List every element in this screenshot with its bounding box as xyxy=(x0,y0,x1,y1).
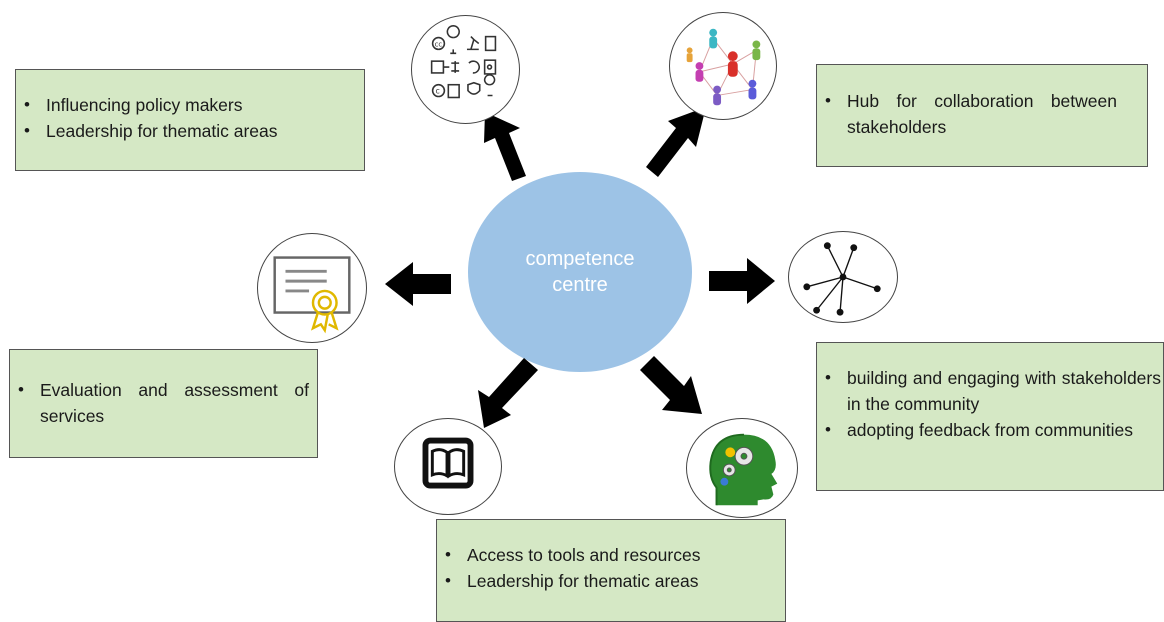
community-item-1: building and engaging with stakeholders … xyxy=(817,365,1161,417)
certificate-icon xyxy=(257,233,367,343)
hub-network-icon xyxy=(788,231,898,323)
arrow-to-hub xyxy=(646,107,708,179)
access-item-1: Access to tools and resources xyxy=(437,542,775,568)
centre-label-line2: centre xyxy=(552,274,608,296)
policy-item-2: Leadership for thematic areas xyxy=(16,118,352,144)
arrow-to-policy xyxy=(474,112,530,182)
book-icon xyxy=(394,418,502,515)
arrow-to-network xyxy=(709,258,775,304)
arrow-to-community xyxy=(640,356,702,414)
policy-item-1: Influencing policy makers xyxy=(16,92,352,118)
competence-centre-node: competence centre xyxy=(468,172,692,372)
centre-label-line1: competence xyxy=(525,248,635,270)
community-item-2: adopting feedback from communities xyxy=(817,417,1161,443)
arrow-to-evaluation xyxy=(385,262,451,306)
hub-item-1: Hub for collaboration between stakeholde… xyxy=(817,88,1117,140)
legal-symbols-icon: cc c xyxy=(411,15,520,124)
policy-box: Influencing policy makers Leadership for… xyxy=(15,69,365,171)
people-network-icon xyxy=(669,12,777,120)
svg-text:c: c xyxy=(436,87,440,96)
arrow-to-access xyxy=(478,358,540,428)
evaluation-box: Evaluation and assessment of services xyxy=(9,349,318,458)
hub-box: Hub for collaboration between stakeholde… xyxy=(816,64,1148,167)
community-box: building and engaging with stakeholders … xyxy=(816,342,1164,491)
access-box: Access to tools and resources Leadership… xyxy=(436,519,786,622)
head-gears-icon xyxy=(686,418,798,518)
evaluation-item-1: Evaluation and assessment of services xyxy=(10,377,309,429)
access-item-2: Leadership for thematic areas xyxy=(437,568,775,594)
svg-text:cc: cc xyxy=(435,40,443,48)
